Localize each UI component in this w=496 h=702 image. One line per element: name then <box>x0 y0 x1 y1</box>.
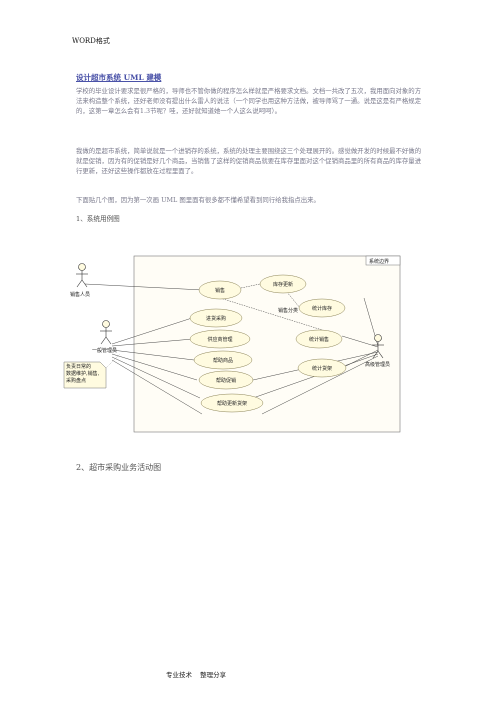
use-case-ellipse <box>198 280 242 300</box>
section-heading-2: 2、超市采购业务活动图 <box>76 463 162 472</box>
include-lines <box>219 283 336 335</box>
page-header-label: WORD格式 <box>72 37 110 45</box>
actor-label: 高级管理员 <box>365 361 390 368</box>
use-case-label: 进货采购 <box>206 315 226 322</box>
paragraph-3: 下面贴几个图，因为第一次画 UML 图里面有很多都不懂希望看到同行给我指点出来。 <box>76 196 320 204</box>
use-case-ellipse <box>200 393 264 413</box>
use-case-label: 统计货架 <box>312 365 332 372</box>
use-case-label: 销售 <box>215 287 225 294</box>
use-case-ellipse <box>198 370 254 390</box>
note-connector <box>105 353 121 369</box>
page-footer: 专业技术 整理分享 <box>166 669 232 679</box>
use-case-ellipse <box>193 350 253 370</box>
actor-label: 销售人员 <box>70 291 90 298</box>
paragraph-2: 我做的是超市系统，简单说就是一个进销存的系统，系统的处理主要围绕这三个处理展开的… <box>76 147 422 175</box>
section-heading-1: 1、系统用例图 <box>76 215 120 223</box>
actor-icon <box>76 263 88 288</box>
use-case-label: 帮助商品 <box>213 357 233 364</box>
use-case-diagram: 系统边界 销售 库存更新 进货采购 统计库存 <box>63 255 401 433</box>
use-case-ellipse <box>298 298 346 318</box>
actor-icon <box>100 320 112 345</box>
use-case-ellipse <box>189 329 251 349</box>
use-case-ellipse <box>189 308 243 328</box>
use-case-label: 库存更新 <box>273 281 293 288</box>
paragraph-1: 学校的毕业设计要求是很严格的，导师也不管你做的程序怎么样就是严格要求文档。文档一… <box>76 87 422 115</box>
note-line: 负责日常的 <box>66 363 91 370</box>
use-case-label: 统计销售 <box>309 336 329 343</box>
note-line: 数据维护,销售, <box>66 370 100 377</box>
note-line: 采购盘点 <box>66 377 86 384</box>
note-box <box>63 361 107 389</box>
edge-label: 销售分类 <box>278 307 298 314</box>
use-case-ellipse <box>259 274 307 294</box>
footer-right: 整理分享 <box>200 671 227 679</box>
use-case-label: 统计库存 <box>312 305 332 312</box>
boundary-tab <box>365 255 401 266</box>
use-case-ellipse <box>295 329 343 349</box>
use-case-ellipse <box>297 358 347 378</box>
actor-label: 一般管理员 <box>92 347 117 354</box>
doc-title[interactable]: 设计超市系统 UML 建模 <box>76 73 162 82</box>
boundary-label: 系统边界 <box>369 258 389 265</box>
footer-left: 专业技术 <box>166 671 192 679</box>
use-case-label: 供应商管理 <box>207 336 232 343</box>
actor-icon <box>372 334 384 359</box>
use-case-label: 帮助更新货架 <box>217 400 247 407</box>
use-case-label: 帮助促销 <box>216 377 236 384</box>
use-case-ellipses <box>189 274 347 413</box>
